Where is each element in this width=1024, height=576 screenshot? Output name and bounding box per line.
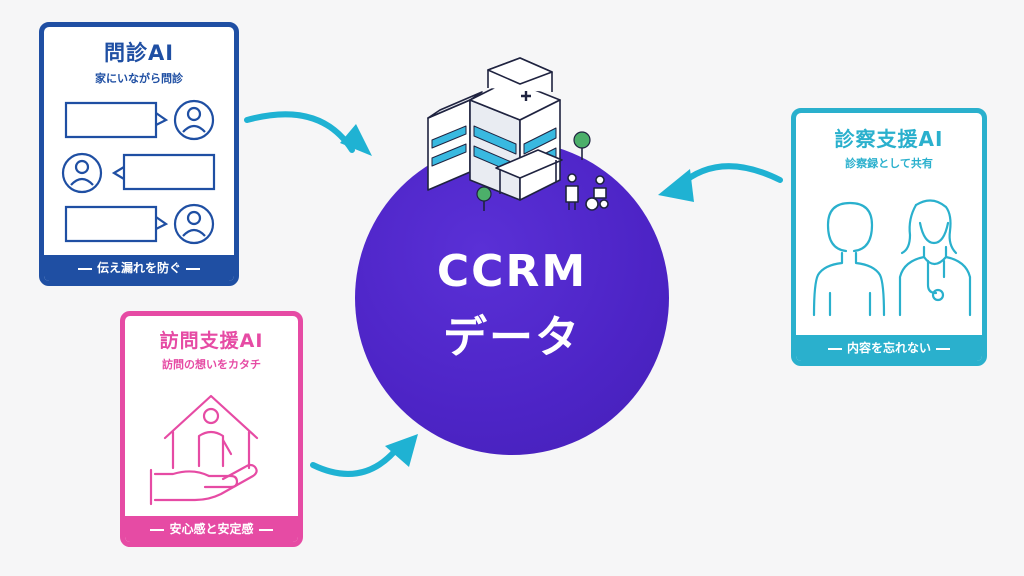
card-footer-text: 伝え漏れを防ぐ [96,261,181,275]
arrow-monshin-to-hub [244,111,372,156]
card-title: 訪問支援AI [159,330,264,352]
card-title: 診察支援AI [834,127,944,151]
house-in-hand-icon [149,394,259,506]
card-subtitle: 家にいながら問診 [95,72,183,85]
arrow-homon-to-hub [310,434,418,477]
card-footer-text: 安心感と安定感 [169,522,254,536]
card-homon-ai: 訪問支援AI 訪問の想いをカタチ 安心感と安定感 [120,311,303,547]
arrow-shinsatsu-to-hub [658,163,783,202]
card-footer: 伝え漏れを防ぐ [44,255,234,281]
card-title: 問診AI [103,41,175,65]
card-footer: 内容を忘れない [796,335,982,361]
card-footer: 安心感と安定感 [125,516,298,542]
hospital-building-icon [427,57,609,211]
chat-with-users-icon [61,99,216,245]
card-shinsatsu-ai: 診察支援AI 診察録として共有 内 [791,108,987,366]
hub-label-line1: CCRM [436,246,588,297]
card-monshin-ai: 問診AI 家にいながら問診 [39,22,239,286]
patient-and-nurse-icon [812,199,972,317]
card-subtitle: 診察録として共有 [845,157,933,170]
card-subtitle: 訪問の想いをカタチ [162,358,261,371]
card-footer-text: 内容を忘れない [846,341,931,355]
hub-label-line2: データ [443,312,581,363]
